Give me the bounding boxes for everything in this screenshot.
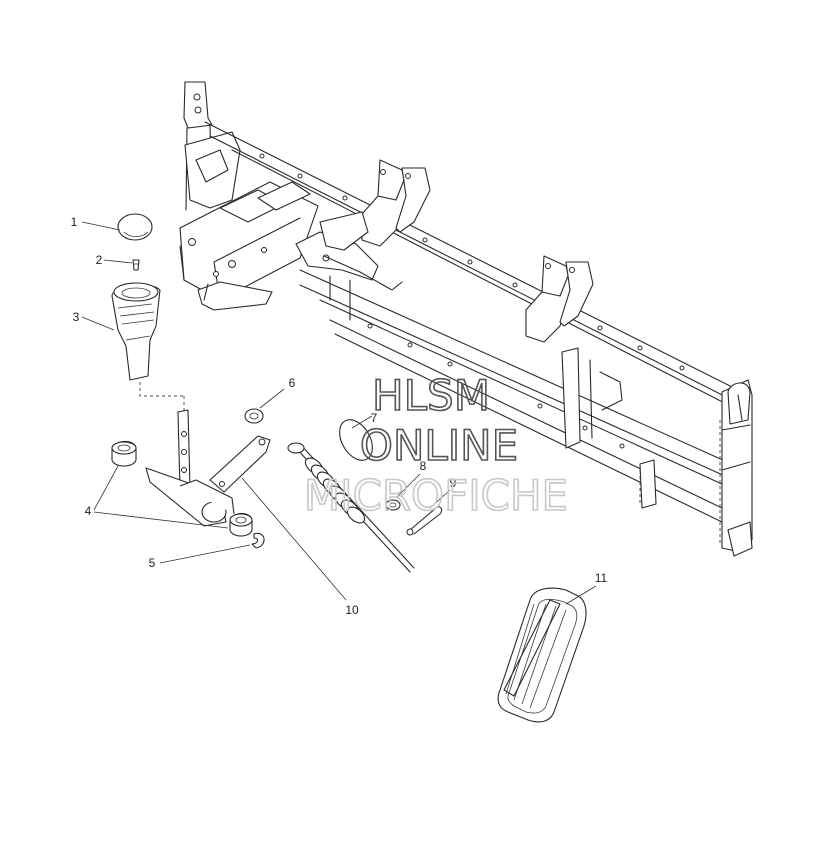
- callout-9: 9: [450, 476, 457, 490]
- seat-bracket-right: [525, 255, 594, 343]
- part-1-knob-cap: [117, 213, 153, 241]
- spring-coils: [304, 457, 366, 524]
- watermark-line-3: MICROFICHE: [304, 471, 568, 520]
- callout-numbers: 1 2 3 4 5 6 7 8 9 10 11: [71, 215, 608, 617]
- callout-6: 6: [289, 376, 296, 390]
- part-11-pedal-pad: [497, 587, 587, 723]
- watermark: HLSM ONLINE MICROFICHE: [303, 370, 569, 521]
- part-4-bushings: [111, 440, 253, 537]
- callout-5: 5: [149, 556, 156, 570]
- watermark-line-1: HLSM: [372, 371, 490, 420]
- part-9-cotter-pin: [406, 506, 443, 536]
- part-5-clip: [251, 532, 265, 549]
- rail-holes: [259, 153, 685, 449]
- shift-lever: [145, 409, 271, 527]
- callout-10: 10: [345, 603, 359, 617]
- callout-7: 7: [371, 411, 378, 425]
- callout-4: 4: [85, 504, 92, 518]
- callout-3: 3: [73, 310, 80, 324]
- seat-bracket-left: [361, 159, 431, 247]
- main-frame: [179, 81, 753, 557]
- part-8-washer: [385, 499, 401, 511]
- callout-2: 2: [96, 253, 103, 267]
- watermark-line-2: ONLINE: [360, 421, 518, 470]
- pedal-mount-box: [179, 181, 403, 321]
- part-2-screw: [132, 259, 140, 271]
- part-6-bushing: [244, 408, 264, 424]
- callout-11: 11: [595, 571, 608, 585]
- part-7-spring-rod: [287, 419, 415, 573]
- leader-lines: [81, 221, 597, 605]
- callout-1: 1: [71, 215, 78, 229]
- part-3-handle-grip: [111, 282, 161, 381]
- callout-8: 8: [420, 459, 427, 473]
